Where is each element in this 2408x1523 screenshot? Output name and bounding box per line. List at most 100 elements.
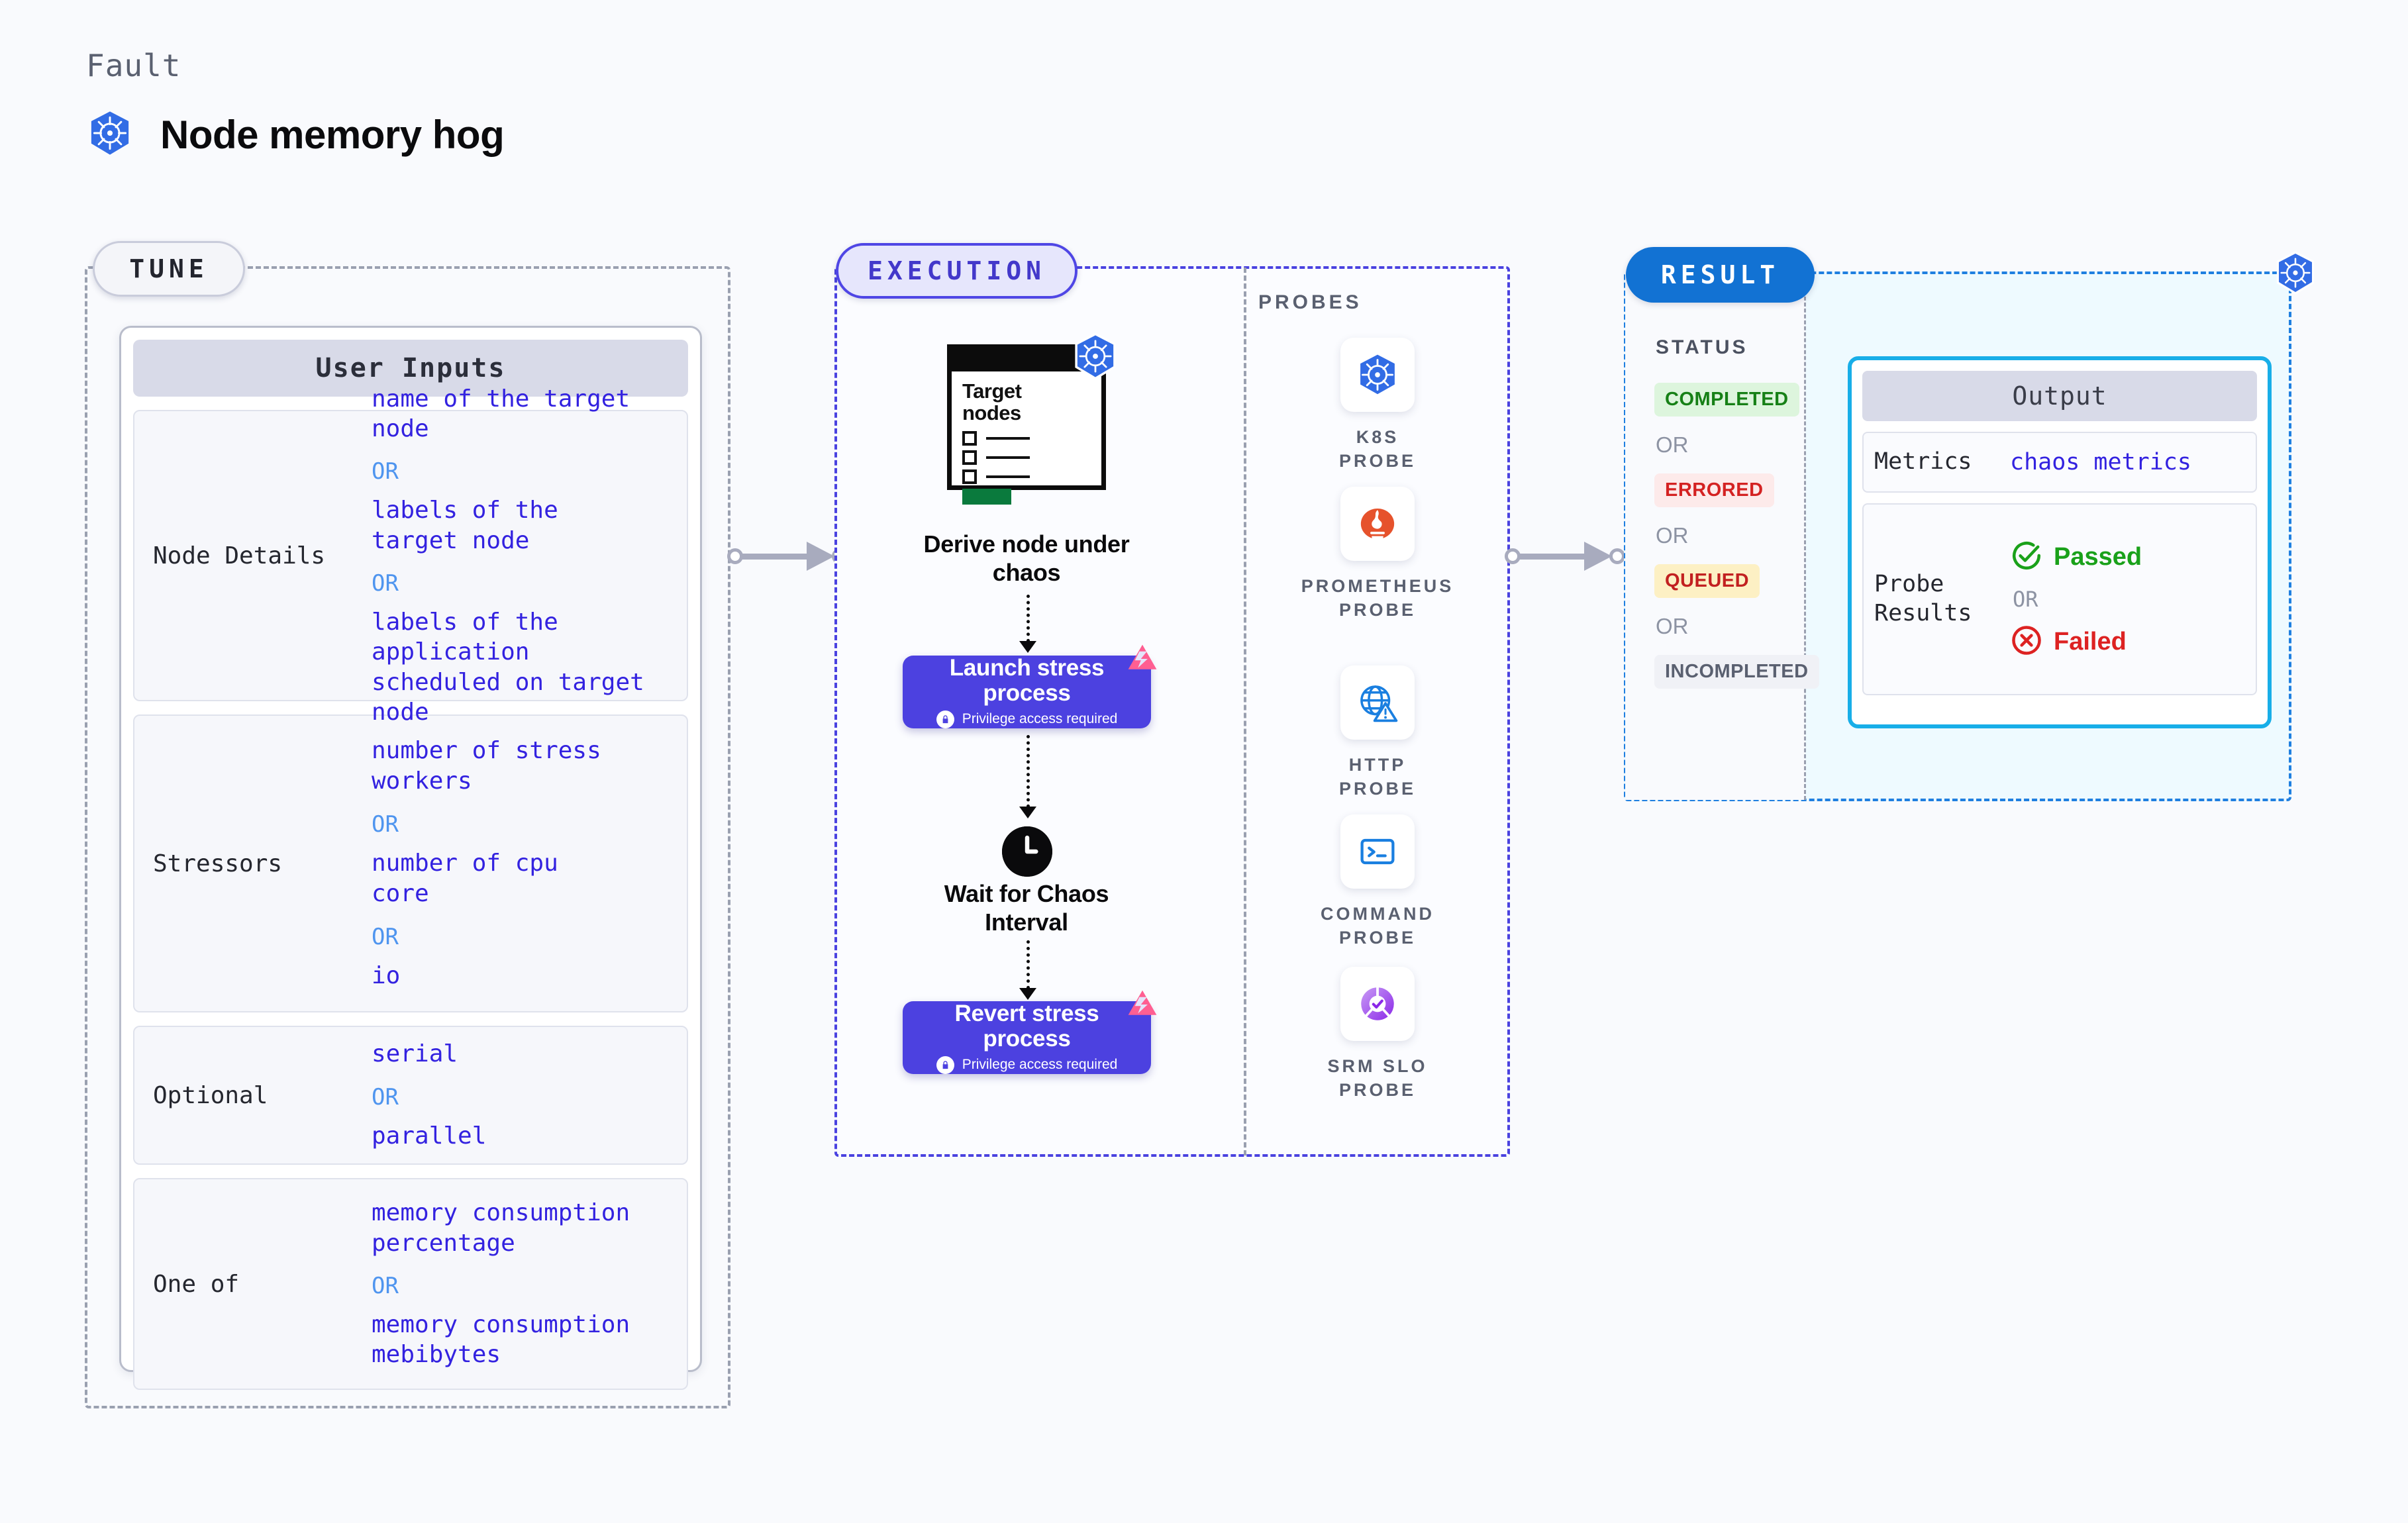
option-text: memory consumption percentage xyxy=(372,1199,630,1257)
output-card: Output Metrics chaos metrics Probe Resul… xyxy=(1848,356,2272,728)
input-row-stressors[interactable]: Stressors number of stress workers OR nu… xyxy=(133,714,688,1012)
input-row-key: Optional xyxy=(153,1081,268,1109)
probe-label: COMMAND PROBE xyxy=(1321,904,1434,948)
option-text: memory consumption mebibytes xyxy=(372,1311,630,1369)
step-caption-derive-node: Derive node under chaos xyxy=(923,530,1130,587)
progress-bar xyxy=(962,488,1011,505)
option-text: number of cpu core xyxy=(372,849,558,908)
kubernetes-icon xyxy=(2273,250,2318,298)
litmus-chaos-icon xyxy=(1125,987,1160,1025)
tab-execution[interactable]: EXECUTION xyxy=(836,243,1078,299)
probe-item-k8s[interactable]: K8S PROBE xyxy=(1315,338,1440,473)
or-separator: OR xyxy=(372,811,399,838)
page-title: Node memory hog xyxy=(160,112,505,157)
input-row-node-details[interactable]: Node Details name of the target node OR … xyxy=(133,385,688,726)
input-row-one-of[interactable]: One of memory consumption percentage OR … xyxy=(133,1178,688,1390)
output-row-metrics[interactable]: Metrics chaos metrics xyxy=(1862,432,2257,493)
or-separator: OR xyxy=(372,924,399,951)
flow-arrow-head xyxy=(1019,807,1036,818)
flow-arrow-head xyxy=(1019,641,1036,653)
clock-icon xyxy=(1002,826,1052,877)
slo-gauge-icon xyxy=(1340,967,1415,1041)
or-separator: OR xyxy=(1656,432,1689,457)
terminal-icon xyxy=(1340,814,1415,889)
probe-item-prometheus[interactable]: PROMETHEUS PROBE xyxy=(1301,487,1451,622)
output-row-key: Probe Results xyxy=(1874,571,1972,626)
globe-warning-icon xyxy=(1340,665,1415,740)
connector-tune-to-execution xyxy=(727,542,850,571)
input-row-values: memory consumption percentage OR memory … xyxy=(372,1198,675,1369)
option-text: parallel xyxy=(372,1122,487,1150)
status-badge: COMPLETED xyxy=(1654,383,1799,417)
tab-tune[interactable]: TUNE xyxy=(93,241,245,297)
kubernetes-icon xyxy=(1071,332,1120,383)
flow-arrow-line xyxy=(1027,735,1030,808)
option-text: io xyxy=(372,962,401,990)
or-separator: OR xyxy=(2013,587,2038,612)
step-revert-stress-process[interactable]: Revert stress process Privilege access r… xyxy=(903,990,1157,1074)
litmus-chaos-icon xyxy=(1125,641,1160,679)
or-separator: OR xyxy=(372,1273,399,1299)
option-text: labels of the application scheduled on t… xyxy=(372,609,644,726)
privilege-note: Privilege access required xyxy=(936,710,1117,728)
probe-item-srm-slo[interactable]: SRM SLO PROBE xyxy=(1315,967,1440,1103)
checkbox-icon xyxy=(962,469,977,484)
output-row-value: Passed OR Failed xyxy=(2010,539,2245,660)
probe-item-command[interactable]: COMMAND PROBE xyxy=(1315,814,1440,950)
connector-execution-to-result xyxy=(1505,542,1628,571)
input-row-values: name of the target node OR labels of the… xyxy=(372,384,675,728)
probes-divider xyxy=(1244,268,1246,1155)
option-text: labels of the target node xyxy=(372,497,558,554)
tab-result[interactable]: RESULT xyxy=(1626,247,1815,303)
input-row-optional[interactable]: Optional serial OR parallel xyxy=(133,1026,688,1165)
status-column-fill xyxy=(1625,273,1805,800)
probe-result-passed: Passed xyxy=(2010,539,2245,575)
output-title: Output xyxy=(1862,371,2257,421)
target-nodes-title: Target nodes xyxy=(962,379,1022,424)
or-separator: OR xyxy=(1656,523,1689,548)
privilege-text: Privilege access required xyxy=(962,1057,1118,1073)
flow-arrow-line xyxy=(1027,940,1030,989)
kubernetes-icon xyxy=(86,109,134,160)
status-badge-list: COMPLETED OR ERRORED OR QUEUED OR INCOMP… xyxy=(1654,383,1819,689)
step-title: Launch stress process xyxy=(949,655,1105,706)
metrics-value: chaos metrics xyxy=(2010,449,2191,475)
probe-label: HTTP PROBE xyxy=(1338,755,1417,799)
prometheus-icon xyxy=(1340,487,1415,561)
target-nodes-window-icon: Target nodes xyxy=(947,332,1116,505)
input-row-key: One of xyxy=(153,1270,240,1298)
probe-label: SRM SLO PROBE xyxy=(1327,1056,1428,1101)
option-text: serial xyxy=(372,1040,458,1067)
status-section-label: STATUS xyxy=(1656,336,1748,358)
probe-result-failed: Failed xyxy=(2010,624,2245,660)
option-text: number of stress workers xyxy=(372,736,601,795)
probe-result-label: Failed xyxy=(2054,627,2127,656)
probe-item-http[interactable]: HTTP PROBE xyxy=(1315,665,1440,801)
probe-label: K8S PROBE xyxy=(1338,427,1417,471)
or-separator: OR xyxy=(372,1084,399,1110)
step-caption-wait-for-chaos-interval: Wait for Chaos Interval xyxy=(944,880,1109,936)
option-text: name of the target node xyxy=(372,385,630,442)
step-launch-stress-process[interactable]: Launch stress process Privilege access r… xyxy=(903,644,1157,728)
user-inputs-card: User Inputs Node Details name of the tar… xyxy=(119,326,702,1390)
output-row-probe-results[interactable]: Probe Results Passed OR xyxy=(1862,503,2257,695)
probe-result-label: Passed xyxy=(2054,542,2142,571)
or-separator: OR xyxy=(1656,614,1689,638)
user-inputs-title: User Inputs xyxy=(133,340,688,397)
input-row-key: Stressors xyxy=(153,850,283,877)
status-badge: ERRORED xyxy=(1654,473,1774,507)
checkbox-icon xyxy=(962,450,977,465)
lock-icon xyxy=(936,710,954,728)
tune-region xyxy=(85,266,730,1408)
checkbox-icon xyxy=(962,430,977,446)
check-circle-icon xyxy=(2010,539,2043,575)
input-row-values: serial OR parallel xyxy=(372,1039,675,1152)
status-badge: QUEUED xyxy=(1654,564,1760,598)
output-row-value: chaos metrics xyxy=(2010,449,2245,475)
x-circle-icon xyxy=(2010,624,2043,660)
probes-section-label: PROBES xyxy=(1258,291,1362,313)
status-column-divider xyxy=(1804,273,1806,800)
probe-label: PROMETHEUS PROBE xyxy=(1301,576,1454,620)
flow-arrow-line xyxy=(1027,595,1030,642)
